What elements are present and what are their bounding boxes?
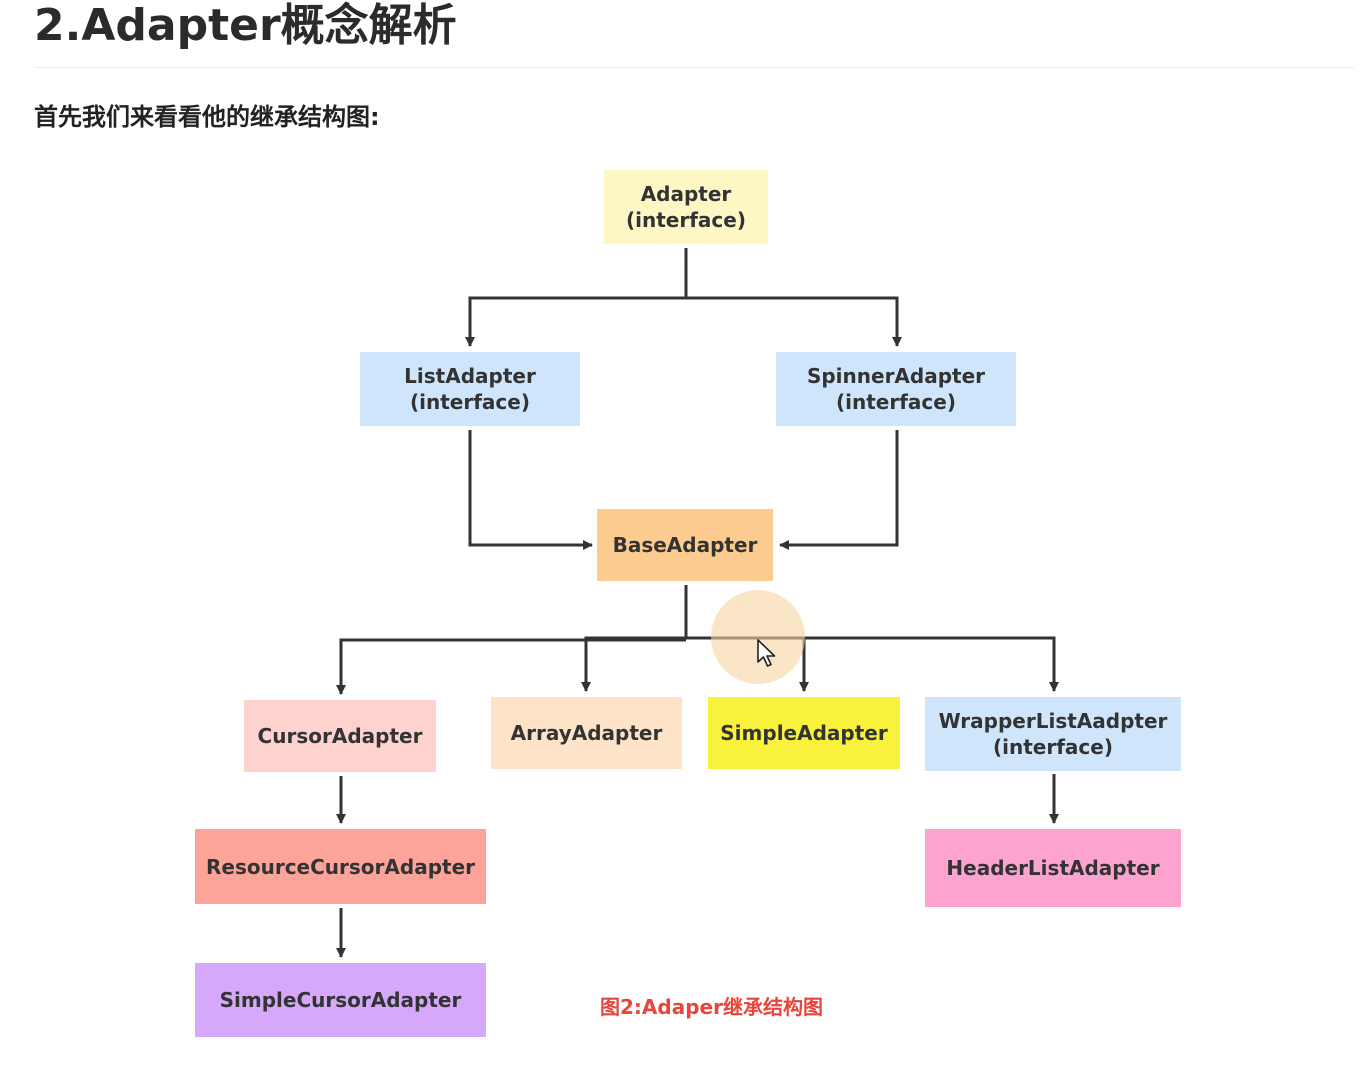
node-adapter-name: Adapter [640,182,732,206]
mouse-pointer-icon [757,639,776,667]
edge-listadapter-to-baseadapter [468,430,593,550]
node-adapter: Adapter (interface) [604,170,768,244]
intro-text: 首先我们来看看他的继承结构图: [34,103,380,131]
node-spinner-adapter: SpinnerAdapter (interface) [776,352,1016,426]
node-simple-cursor-adapter: SimpleCursorAdapter [195,963,486,1037]
title-divider [34,67,1354,68]
node-list-adapter-name: ListAdapter [404,364,536,388]
node-adapter-kind: (interface) [626,208,746,232]
edge-adapter-to-spinneradapter [686,296,902,347]
page-title: 2.Adapter概念解析 [34,0,457,51]
node-base-adapter: BaseAdapter [597,509,773,581]
node-wrapper-list-adapter: WrapperListAadpter (interface) [925,697,1181,771]
edge-interfaces-to-baseadapter [468,430,899,550]
node-array-adapter: ArrayAdapter [491,697,682,769]
node-base-adapter-name: BaseAdapter [612,533,758,557]
cursor-highlight [711,590,805,684]
edge-adapter-to-listadapter [465,248,688,347]
node-header-list-adapter: HeaderListAdapter [925,829,1181,907]
edge-spinneradapter-to-baseadapter [779,430,899,550]
edge-baseadapter-to-arrayadapter [581,636,686,692]
node-wrapper-list-adapter-name: WrapperListAadpter [938,709,1168,733]
edge-adapter-to-interfaces [465,248,902,347]
node-resource-cursor-adapter-name: ResourceCursorAdapter [205,854,475,879]
node-resource-cursor-adapter: ResourceCursorAdapter [195,829,486,904]
node-cursor-adapter-name: CursorAdapter [257,724,423,748]
edge-baseadapter-to-children [336,585,1059,695]
node-array-adapter-name: ArrayAdapter [510,721,663,745]
node-spinner-adapter-kind: (interface) [836,390,956,414]
node-simple-adapter-name: SimpleAdapter [720,721,888,745]
node-simple-adapter: SimpleAdapter [708,697,900,769]
node-wrapper-list-adapter-kind: (interface) [993,735,1113,759]
edge-baseadapter-to-wrapperlistadapter [804,636,1059,692]
node-list-adapter-kind: (interface) [410,390,530,414]
edge-second-level [336,774,1059,958]
node-header-list-adapter-name: HeaderListAdapter [946,856,1160,880]
node-simple-cursor-adapter-name: SimpleCursorAdapter [219,988,462,1012]
edge-baseadapter-to-cursoradapter [336,638,686,695]
node-list-adapter: ListAdapter (interface) [360,352,580,426]
node-spinner-adapter-name: SpinnerAdapter [806,364,986,388]
node-cursor-adapter: CursorAdapter [244,700,436,772]
diagram-caption: 图2:Adaper继承结构图 [600,995,823,1019]
